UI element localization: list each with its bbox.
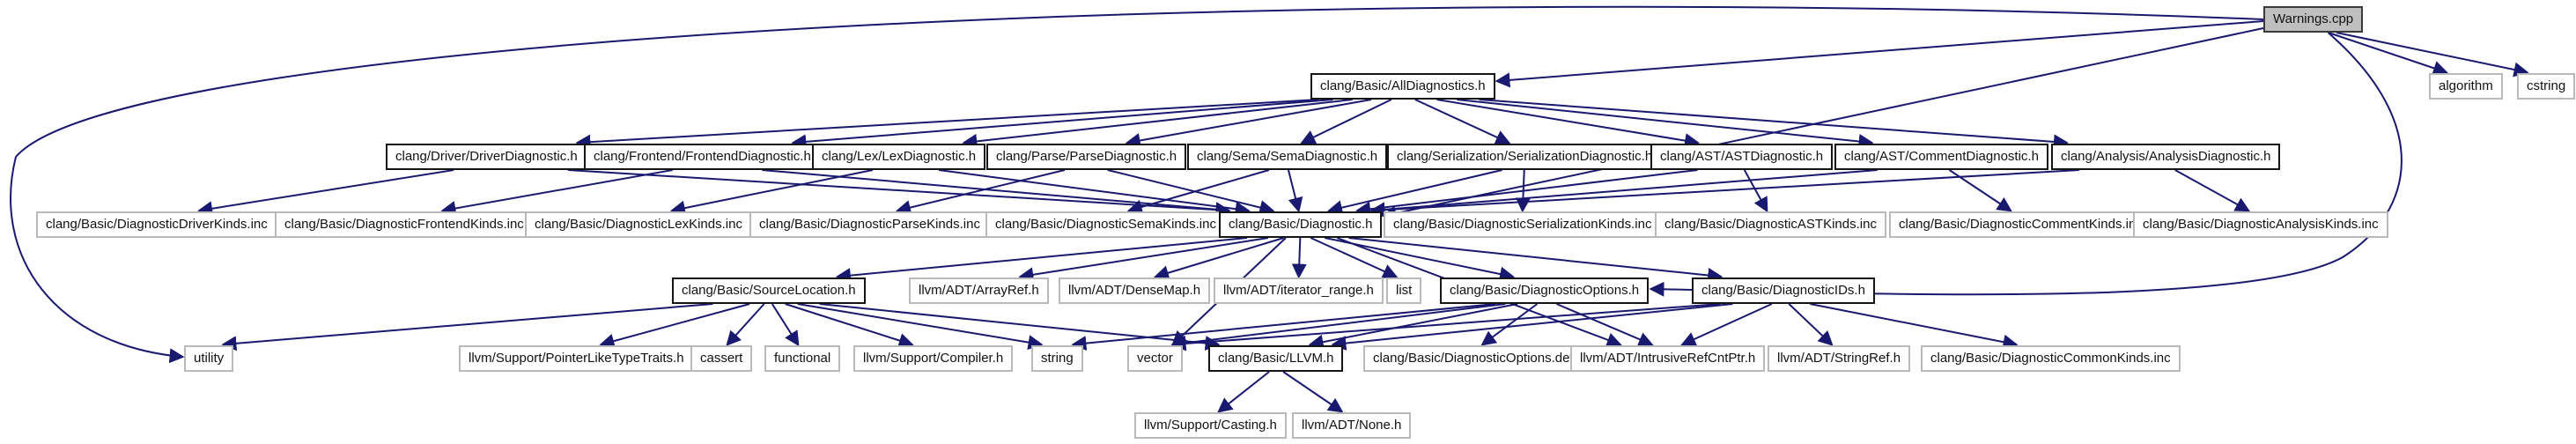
node-sema-diagnostic-h[interactable]: clang/Sema/SemaDiagnostic.h xyxy=(1187,144,1388,170)
node-cstring: cstring xyxy=(2517,73,2576,100)
node-diagnostic-lex-kinds-inc: clang/Basic/DiagnosticLexKinds.inc xyxy=(525,211,752,238)
node-diagnostic-parse-kinds-inc: clang/Basic/DiagnosticParseKinds.inc xyxy=(749,211,990,238)
node-array-ref-h: llvm/ADT/ArrayRef.h xyxy=(909,278,1049,304)
node-vector: vector xyxy=(1127,345,1183,372)
node-intrusive-ref-cnt-ptr-h: llvm/ADT/IntrusiveRefCntPtr.h xyxy=(1570,345,1766,372)
node-diagnostic-common-kinds-inc: clang/Basic/DiagnosticCommonKinds.inc xyxy=(1921,345,2181,372)
node-warnings-cpp: Warnings.cpp xyxy=(2263,6,2364,33)
node-parse-diagnostic-h[interactable]: clang/Parse/ParseDiagnostic.h xyxy=(986,144,1187,170)
node-list: list xyxy=(1386,278,1422,304)
node-algorithm: algorithm xyxy=(2429,73,2503,100)
node-dense-map-h: llvm/ADT/DenseMap.h xyxy=(1059,278,1211,304)
node-comment-diagnostic-h[interactable]: clang/AST/CommentDiagnostic.h xyxy=(1834,144,2048,170)
node-diagnostic-options-def: clang/Basic/DiagnosticOptions.def xyxy=(1363,345,1583,372)
node-diagnostic-ast-kinds-inc: clang/Basic/DiagnosticASTKinds.inc xyxy=(1655,211,1886,238)
node-all-diagnostics-h[interactable]: clang/Basic/AllDiagnostics.h xyxy=(1310,73,1495,100)
node-lex-diagnostic-h[interactable]: clang/Lex/LexDiagnostic.h xyxy=(812,144,986,170)
node-analysis-diagnostic-h[interactable]: clang/Analysis/AnalysisDiagnostic.h xyxy=(2051,144,2281,170)
node-functional: functional xyxy=(764,345,841,372)
node-llvm-h[interactable]: clang/Basic/LLVM.h xyxy=(1208,345,1344,372)
node-pointer-like-type-traits-h: llvm/Support/PointerLikeTypeTraits.h xyxy=(459,345,694,372)
node-compiler-h: llvm/Support/Compiler.h xyxy=(853,345,1014,372)
node-none-h: llvm/ADT/None.h xyxy=(1292,412,1412,439)
node-casting-h: llvm/Support/Casting.h xyxy=(1134,412,1287,439)
node-ast-diagnostic-h[interactable]: clang/AST/ASTDiagnostic.h xyxy=(1650,144,1834,170)
node-diagnostic-ids-h[interactable]: clang/Basic/DiagnosticIDs.h xyxy=(1692,278,1875,304)
node-diagnostic-sema-kinds-inc: clang/Basic/DiagnosticSemaKinds.inc xyxy=(985,211,1226,238)
node-utility: utility xyxy=(184,345,234,372)
node-string: string xyxy=(1031,345,1083,372)
node-iterator-range-h: llvm/ADT/iterator_range.h xyxy=(1214,278,1384,304)
node-string-ref-h: llvm/ADT/StringRef.h xyxy=(1768,345,1911,372)
node-diagnostic-serialization-kinds-inc: clang/Basic/DiagnosticSerializationKinds… xyxy=(1384,211,1662,238)
node-serialization-diagnostic-h[interactable]: clang/Serialization/SerializationDiagnos… xyxy=(1387,144,1663,170)
node-driver-diagnostic-h[interactable]: clang/Driver/DriverDiagnostic.h xyxy=(386,144,587,170)
node-diagnostic-options-h[interactable]: clang/Basic/DiagnosticOptions.h xyxy=(1440,278,1650,304)
node-diagnostic-driver-kinds-inc: clang/Basic/DiagnosticDriverKinds.inc xyxy=(36,211,277,238)
node-diagnostic-analysis-kinds-inc: clang/Basic/DiagnosticAnalysisKinds.inc xyxy=(2133,211,2388,238)
node-diagnostic-frontend-kinds-inc: clang/Basic/DiagnosticFrontendKinds.inc xyxy=(275,211,534,238)
node-source-location-h[interactable]: clang/Basic/SourceLocation.h xyxy=(672,278,866,304)
node-diagnostic-h[interactable]: clang/Basic/Diagnostic.h xyxy=(1219,211,1383,238)
node-frontend-diagnostic-h[interactable]: clang/Frontend/FrontendDiagnostic.h xyxy=(584,144,821,170)
node-cassert: cassert xyxy=(690,345,753,372)
node-diagnostic-comment-kinds-inc: clang/Basic/DiagnosticCommentKinds.inc xyxy=(1889,211,2152,238)
